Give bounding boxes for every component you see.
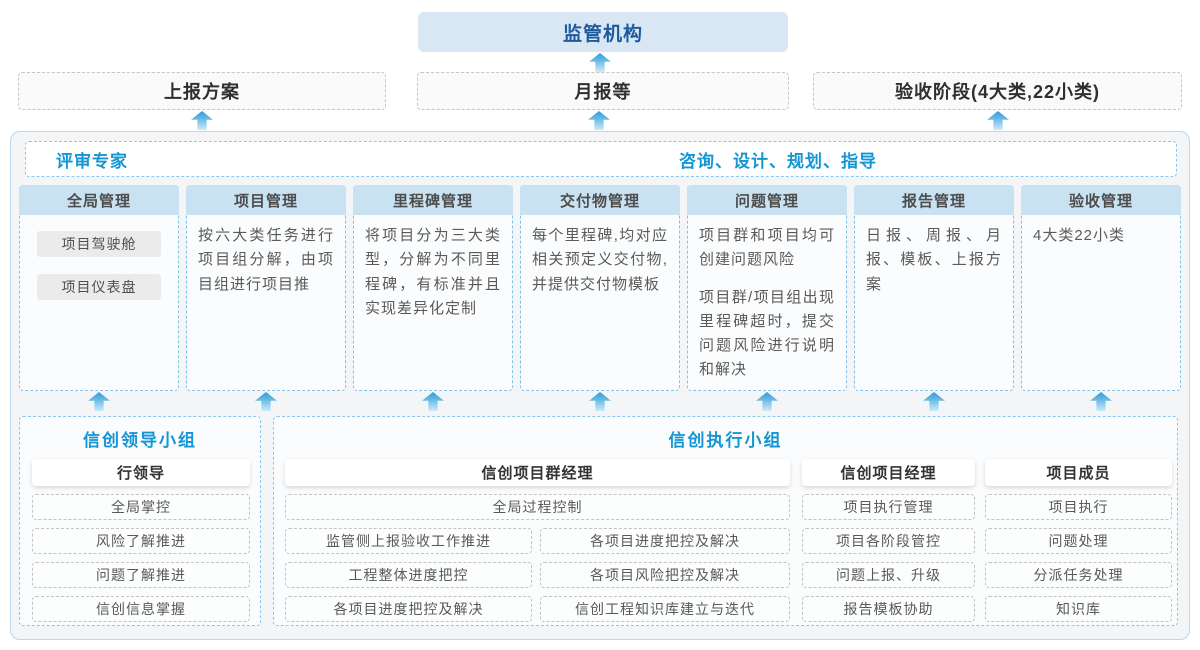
column-description: 按六大类任务进行项目组分解，由项目组进行项目推 (187, 214, 345, 307)
column-header: 交付物管理 (520, 185, 680, 215)
description-text: 项目群和项目均可创建问题风险 (699, 227, 835, 269)
description-text: 每个里程碑,均对应相关预定义交付物,并提供交付物模板 (532, 227, 668, 293)
column-header: 项目管理 (186, 185, 346, 215)
pill-project-cockpit: 项目驾驶舱 (37, 231, 161, 257)
up-arrow-icon (923, 392, 945, 411)
up-arrow-icon (589, 392, 611, 411)
report-label: 月报等 (574, 82, 632, 102)
report-box-monthly: 月报等 (417, 72, 789, 110)
column-global-mgmt: 全局管理 项目驾驶舱 项目仪表盘 (19, 185, 179, 391)
pgm-duty-item: 各项目进度把控及解决 (285, 596, 532, 622)
pgm-duty-item: 监管侧上报验收工作推进 (285, 528, 532, 554)
pm-duty-item: 报告模板协助 (802, 596, 975, 622)
leader-group-panel: 信创领导小组 行领导 全局掌控 风险了解推进 问题了解推进 信创信息掌握 (19, 416, 261, 626)
pm-duty-item: 项目各阶段管控 (802, 528, 975, 554)
description-text: 按六大类任务进行项目组分解，由项目组进行项目推 (198, 227, 334, 293)
leader-duty-item: 全局掌控 (32, 494, 250, 520)
regulator-label: 监管机构 (562, 23, 643, 45)
role-card-bank-leader: 行领导 (32, 459, 250, 486)
up-arrow-icon (1090, 392, 1112, 411)
column-description: 项目群和项目均可创建问题风险 项目群/项目组出现里程碑超时，提交问题风险进行说明… (688, 214, 846, 393)
pgm-duty-item: 各项目进度把控及解决 (540, 528, 790, 554)
report-box-plan: 上报方案 (18, 72, 386, 110)
pgm-duty-item: 工程整体进度把控 (285, 562, 532, 588)
member-duty-item: 分派任务处理 (985, 562, 1172, 588)
column-header: 报告管理 (854, 185, 1014, 215)
member-duty-item: 项目执行 (985, 494, 1172, 520)
pgm-duty-item: 全局过程控制 (285, 494, 790, 520)
platform-panel: 评审专家 咨询、设计、规划、指导 全局管理 项目驾驶舱 项目仪表盘 项目管理 按… (10, 131, 1190, 640)
up-arrow-icon (987, 111, 1009, 130)
report-label: 上报方案 (164, 82, 240, 102)
consulting-title: 咨询、设计、规划、指导 (679, 151, 877, 171)
column-header: 验收管理 (1021, 185, 1181, 215)
column-acceptance-mgmt: 验收管理 4大类22小类 (1021, 185, 1181, 391)
column-report-mgmt: 报告管理 日报、周报、月报、模板、上报方案 (854, 185, 1014, 391)
regulator-box: 监管机构 (418, 12, 788, 52)
up-arrow-icon (255, 392, 277, 411)
column-description: 日报、周报、月报、模板、上报方案 (855, 214, 1013, 307)
description-text: 4大类22小类 (1033, 227, 1126, 244)
column-description: 每个里程碑,均对应相关预定义交付物,并提供交付物模板 (521, 214, 679, 307)
column-description: 4大类22小类 (1022, 214, 1180, 258)
role-card-project-member: 项目成员 (985, 459, 1172, 486)
column-deliverable-mgmt: 交付物管理 每个里程碑,均对应相关预定义交付物,并提供交付物模板 (520, 185, 680, 391)
review-experts-title: 评审专家 (56, 151, 128, 171)
experts-strip: 评审专家 咨询、设计、规划、指导 (25, 141, 1177, 177)
column-project-mgmt: 项目管理 按六大类任务进行项目组分解，由项目组进行项目推 (186, 185, 346, 391)
leader-duty-item: 风险了解推进 (32, 528, 250, 554)
pm-duty-item: 问题上报、升级 (802, 562, 975, 588)
up-arrow-icon (422, 392, 444, 411)
leader-group-title: 信创领导小组 (83, 431, 197, 450)
report-label: 验收阶段(4大类,22小类) (894, 82, 1101, 102)
member-duty-item: 知识库 (985, 596, 1172, 622)
up-arrow-icon (88, 392, 110, 411)
execution-group-panel: 信创执行小组 信创项目群经理 全局过程控制 监管侧上报验收工作推进 各项目进度把… (273, 416, 1178, 626)
column-header: 问题管理 (687, 185, 847, 215)
member-duty-item: 问题处理 (985, 528, 1172, 554)
description-text: 日报、周报、月报、模板、上报方案 (866, 227, 1002, 293)
report-box-acceptance: 验收阶段(4大类,22小类) (813, 72, 1182, 110)
up-arrow-icon (191, 111, 213, 130)
role-card-project-manager: 信创项目经理 (802, 459, 975, 486)
leader-duty-item: 问题了解推进 (32, 562, 250, 588)
pm-duty-item: 项目执行管理 (802, 494, 975, 520)
up-arrow-icon (588, 111, 610, 130)
description-text: 将项目分为三大类型，分解为不同里程碑，有标准并且实现差异化定制 (365, 227, 501, 317)
execution-group-title: 信创执行小组 (668, 431, 783, 450)
column-header: 里程碑管理 (353, 185, 513, 215)
column-header: 全局管理 (19, 185, 179, 215)
pgm-duty-item: 各项目风险把控及解决 (540, 562, 790, 588)
column-milestone-mgmt: 里程碑管理 将项目分为三大类型，分解为不同里程碑，有标准并且实现差异化定制 (353, 185, 513, 391)
up-arrow-icon (756, 392, 778, 411)
up-arrow-icon (589, 53, 611, 72)
pgm-duty-item: 信创工程知识库建立与迭代 (540, 596, 790, 622)
column-description: 将项目分为三大类型，分解为不同里程碑，有标准并且实现差异化定制 (354, 214, 512, 331)
role-card-program-manager: 信创项目群经理 (285, 459, 790, 486)
description-text: 项目群/项目组出现里程碑超时，提交问题风险进行说明和解决 (699, 288, 835, 379)
pill-project-dashboard: 项目仪表盘 (37, 274, 161, 300)
leader-duty-item: 信创信息掌握 (32, 596, 250, 622)
column-issue-mgmt: 问题管理 项目群和项目均可创建问题风险 项目群/项目组出现里程碑超时，提交问题风… (687, 185, 847, 391)
